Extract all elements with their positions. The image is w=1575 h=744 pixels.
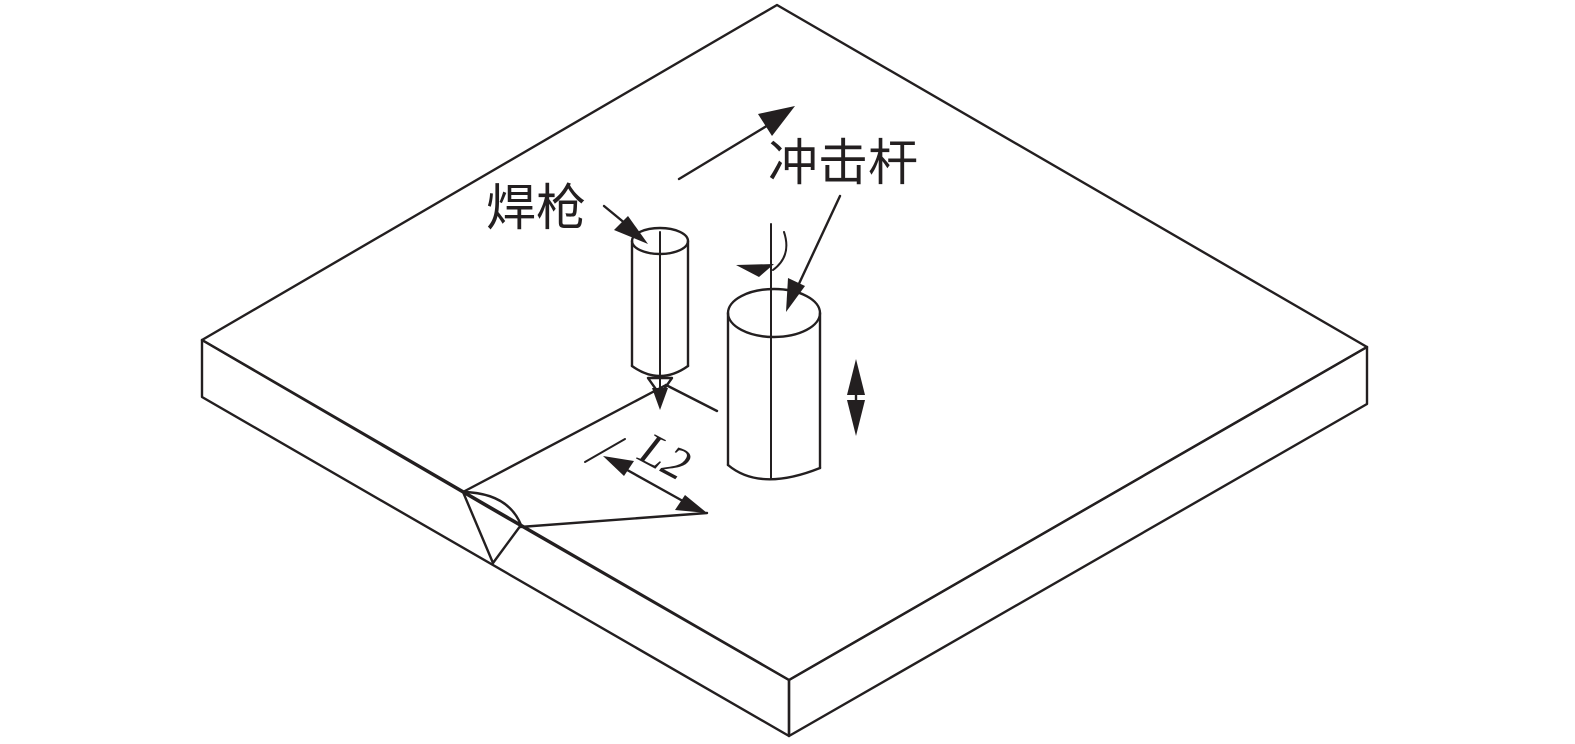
distance-dimension (584, 438, 707, 513)
torch-arc-arrowhead (652, 388, 668, 410)
dimension-arrowhead-end (675, 495, 707, 513)
plate-front-right-face (787, 345, 1369, 738)
rod-tilt-angle-arc (772, 231, 788, 271)
groove-back-edge (461, 383, 668, 494)
down-arrowhead (847, 400, 865, 436)
rod-bottom-curve (726, 463, 822, 481)
torch-label: 焊枪 (486, 179, 586, 237)
rod-tilt-angle-arrowhead (736, 264, 774, 277)
welding-torch (630, 226, 690, 410)
groove-end-edge (664, 383, 719, 413)
distance-label: L2 (631, 422, 699, 490)
base-plate (200, 3, 1369, 738)
direction-arrowhead (758, 106, 795, 136)
weld-bead-profile (461, 490, 523, 527)
direction-arrow-shaft (677, 122, 772, 181)
impact-rod-label: 冲击杆 (768, 134, 918, 192)
rod-top-ellipse (726, 287, 822, 339)
dimension-arrowhead-start (603, 456, 634, 476)
rod-label-group: 冲击杆 (768, 134, 918, 312)
torch-label-group: 焊枪 (486, 179, 648, 244)
torch-nozzle-tip (646, 376, 674, 397)
rod-leader-line (795, 194, 842, 290)
torch-leader-arrowhead (614, 216, 648, 244)
impact-rod (726, 223, 822, 481)
groove-vee (461, 490, 523, 565)
plate-front-left-face (200, 338, 791, 738)
vertical-motion-arrow (847, 359, 865, 436)
dimension-shaft (618, 464, 692, 507)
up-arrowhead (847, 359, 865, 395)
weld-groove (461, 383, 719, 565)
plate-top-face (200, 3, 1369, 682)
welding-direction-arrow (677, 106, 795, 181)
rod-leader-arrowhead (786, 278, 805, 312)
groove-front-edge (518, 511, 709, 529)
dimension-extension-line (584, 438, 626, 463)
